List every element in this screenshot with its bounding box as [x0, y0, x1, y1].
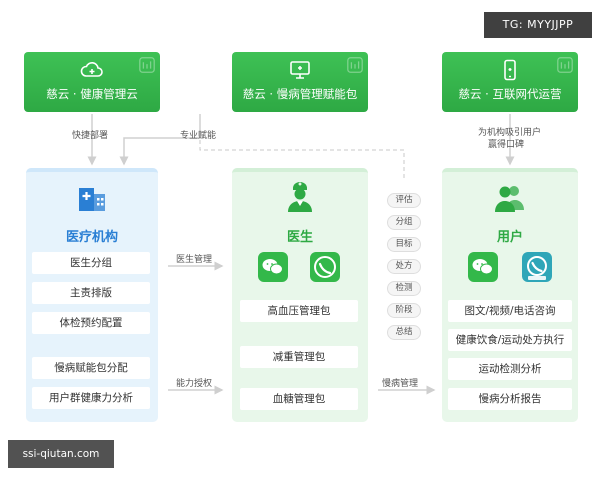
- cloud-plus-icon: [80, 62, 103, 77]
- feature-responsibility-scheduling[interactable]: 主责排版: [32, 282, 150, 304]
- column-title-doctor: 医生: [286, 230, 313, 245]
- top-card-label: 慈云 · 互联网代运营: [458, 87, 562, 101]
- column-user: 用户 图文/视频/电话咨询 健康饮食/运动处方执行 运动检测分析 慢病分析报告: [442, 168, 578, 422]
- feature-user-group-health-analysis[interactable]: 用户群健康力分析: [32, 387, 150, 409]
- wechat-icon: [258, 252, 288, 282]
- column-doctor: 医生 高血压管理包 减重管理包 血糖管理包: [232, 168, 368, 422]
- label-chronic-management: 慢病管理: [382, 379, 419, 389]
- label-win-reputation: 赢得口碑: [488, 140, 525, 150]
- health-app-icon: [310, 252, 340, 282]
- dashed-line-steps: [199, 140, 405, 178]
- site-watermark-badge: ssi-qiutan.com: [8, 440, 114, 468]
- arrow-pro-enable: [119, 114, 201, 166]
- top-card-health-cloud[interactable]: 慈云 · 健康管理云: [24, 52, 160, 112]
- hospital-building-icon: [79, 188, 105, 211]
- phone-icon: [504, 59, 516, 81]
- decorative-badge-icon: [347, 57, 363, 73]
- step-grouping: 分组: [387, 215, 421, 230]
- column-title-user: 用户: [496, 230, 523, 245]
- decorative-badge-icon: [139, 57, 155, 73]
- step-prescription: 处方: [387, 259, 421, 274]
- package-hypertension[interactable]: 高血压管理包: [240, 300, 358, 322]
- wechat-icon: [468, 252, 498, 282]
- top-card-internet-operation[interactable]: 慈云 · 互联网代运营: [442, 52, 578, 112]
- feature-doctor-grouping[interactable]: 医生分组: [32, 252, 150, 274]
- step-goal: 目标: [387, 237, 421, 252]
- decorative-badge-icon: [557, 57, 573, 73]
- label-pro-enable: 专业赋能: [180, 131, 217, 141]
- service-consultation[interactable]: 图文/视频/电话咨询: [448, 300, 572, 322]
- column-medical-institution: 医疗机构 医生分组 主责排版 体检预约配置 慢病赋能包分配 用户群健康力分析: [26, 168, 158, 422]
- package-blood-sugar[interactable]: 血糖管理包: [240, 388, 358, 410]
- feature-chronic-package-allocation[interactable]: 慢病赋能包分配: [32, 357, 150, 379]
- service-exercise-monitoring[interactable]: 运动检测分析: [448, 358, 572, 380]
- step-assessment: 评估: [387, 193, 421, 208]
- feature-checkup-booking-config[interactable]: 体检预约配置: [32, 312, 150, 334]
- package-weight-loss[interactable]: 减重管理包: [240, 346, 358, 368]
- label-attract-users: 为机构吸引用户: [478, 128, 542, 138]
- label-quick-deploy: 快捷部署: [72, 131, 109, 141]
- step-monitoring: 检测: [387, 281, 421, 296]
- monitor-icon: [290, 61, 310, 79]
- column-title-institution: 医疗机构: [65, 230, 118, 245]
- step-stage: 阶段: [387, 303, 421, 318]
- service-diet-exercise-prescription[interactable]: 健康饮食/运动处方执行: [448, 329, 572, 351]
- health-app-icon: [522, 252, 552, 282]
- label-doctor-management: 医生管理: [176, 255, 213, 265]
- telegram-watermark-badge: TG: MYYJJPP: [484, 12, 592, 38]
- doctor-avatar-icon: [288, 182, 312, 212]
- top-card-label: 慈云 · 健康管理云: [46, 87, 138, 101]
- step-summary: 总结: [387, 325, 421, 340]
- top-card-chronic-package[interactable]: 慈云 · 慢病管理赋能包: [232, 52, 368, 112]
- top-card-label: 慈云 · 慢病管理赋能包: [242, 87, 358, 101]
- label-capability-grant: 能力授权: [176, 379, 213, 389]
- users-group-icon: [495, 186, 524, 212]
- service-chronic-report[interactable]: 慢病分析报告: [448, 388, 572, 410]
